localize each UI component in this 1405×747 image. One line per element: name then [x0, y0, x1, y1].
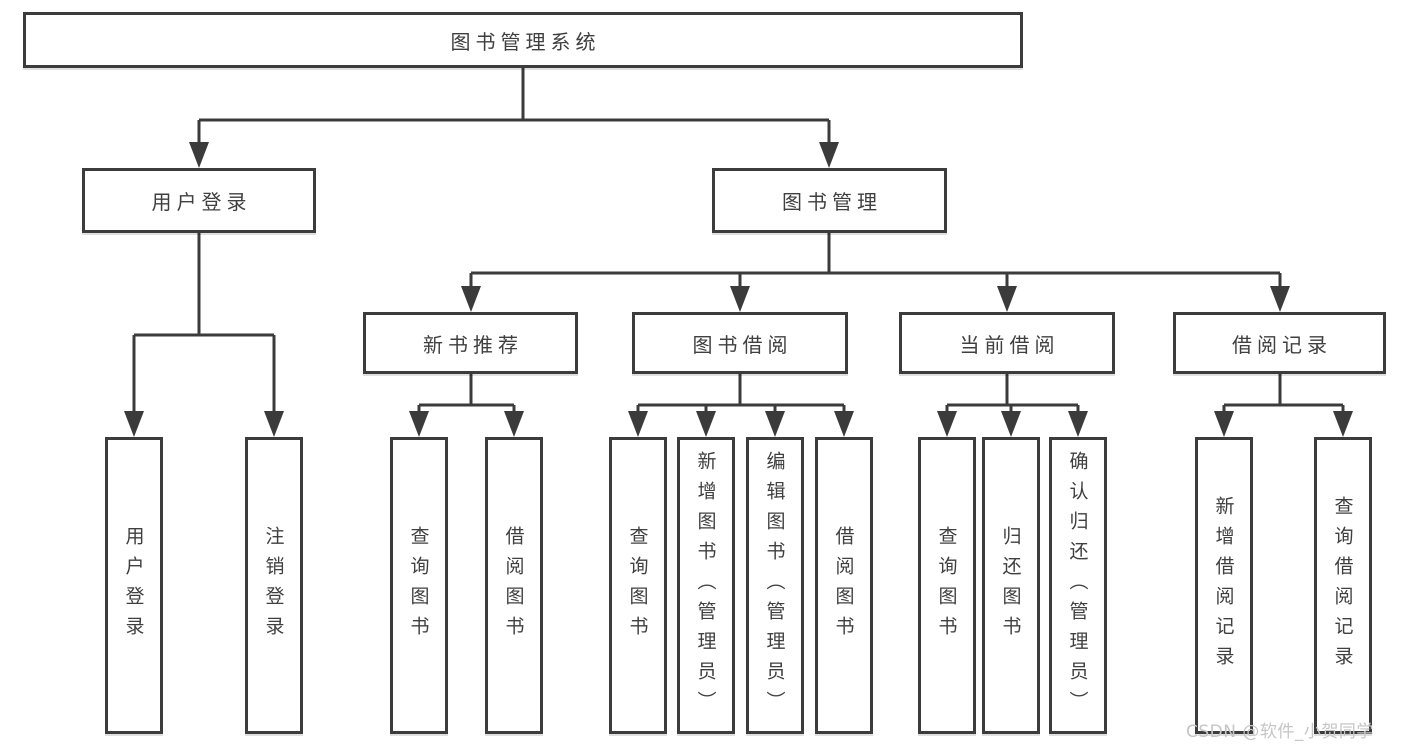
node-label: 编辑图书（管理员）	[763, 450, 786, 721]
connector-user-login-to-leaves	[124, 233, 284, 437]
node-label: 新增图书（管理员）	[694, 450, 717, 721]
leaf-user-login: 用户登录	[105, 437, 163, 734]
node-label: 用户登录	[122, 525, 145, 646]
node-current-borrowing: 当前借阅	[899, 312, 1115, 374]
leaf-query-books-1: 查询图书	[390, 437, 448, 734]
node-library-management-system: 图书管理系统	[23, 12, 1023, 68]
connector-book-borrowing-to-leaves	[628, 374, 854, 437]
leaf-add-borrow-record: 新增借阅记录	[1195, 437, 1253, 734]
node-user-login: 用户登录	[82, 168, 316, 233]
connector-borrowing-records-to-leaves	[1214, 374, 1353, 437]
connector-current-borrowing-to-leaves	[937, 374, 1088, 437]
node-label: 用户登录	[151, 190, 252, 214]
node-label: 归还图书	[999, 525, 1022, 646]
node-label: 图书管理	[782, 190, 882, 214]
leaf-return-books: 归还图书	[982, 437, 1040, 734]
leaf-borrow-books-2: 借阅图书	[815, 437, 873, 734]
node-label: 查询图书	[626, 525, 649, 646]
node-label: 借阅图书	[502, 525, 525, 646]
node-label: 查询图书	[407, 525, 430, 646]
node-label: 借阅图书	[832, 525, 855, 646]
node-label: 查询图书	[935, 525, 958, 646]
node-label: 注销登录	[262, 525, 285, 646]
node-label: 图书借阅	[692, 332, 793, 357]
watermark: CSDN @软件_小贺同学	[1186, 722, 1374, 742]
node-borrowing-records: 借阅记录	[1173, 312, 1386, 374]
leaf-add-books-admin: 新增图书（管理员）	[677, 437, 735, 734]
node-label: 图书管理系统	[450, 29, 601, 54]
node-book-borrowing: 图书借阅	[632, 312, 848, 374]
node-label: 新增借阅记录	[1212, 495, 1235, 676]
connector-book-management-to-level3	[461, 233, 1290, 312]
leaf-query-books-3: 查询图书	[918, 437, 976, 734]
node-label: 借阅记录	[1232, 332, 1332, 357]
node-label: 确认归还（管理员）	[1066, 450, 1089, 721]
node-new-book-recommendation: 新书推荐	[363, 312, 578, 374]
connector-new-book-to-leaves	[409, 374, 524, 437]
leaf-edit-books-admin: 编辑图书（管理员）	[746, 437, 804, 734]
node-book-management: 图书管理	[712, 168, 947, 233]
leaf-query-borrow-record: 查询借阅记录	[1314, 437, 1372, 734]
node-label: 新书推荐	[423, 332, 523, 357]
leaf-borrow-books-1: 借阅图书	[485, 437, 543, 734]
leaf-confirm-return-admin: 确认归还（管理员）	[1049, 437, 1107, 734]
node-label: 查询借阅记录	[1331, 495, 1354, 676]
leaf-query-books-2: 查询图书	[609, 437, 667, 734]
connector-root-to-level2	[189, 68, 839, 168]
node-label: 当前借阅	[959, 332, 1060, 357]
leaf-logout: 注销登录	[245, 437, 303, 734]
